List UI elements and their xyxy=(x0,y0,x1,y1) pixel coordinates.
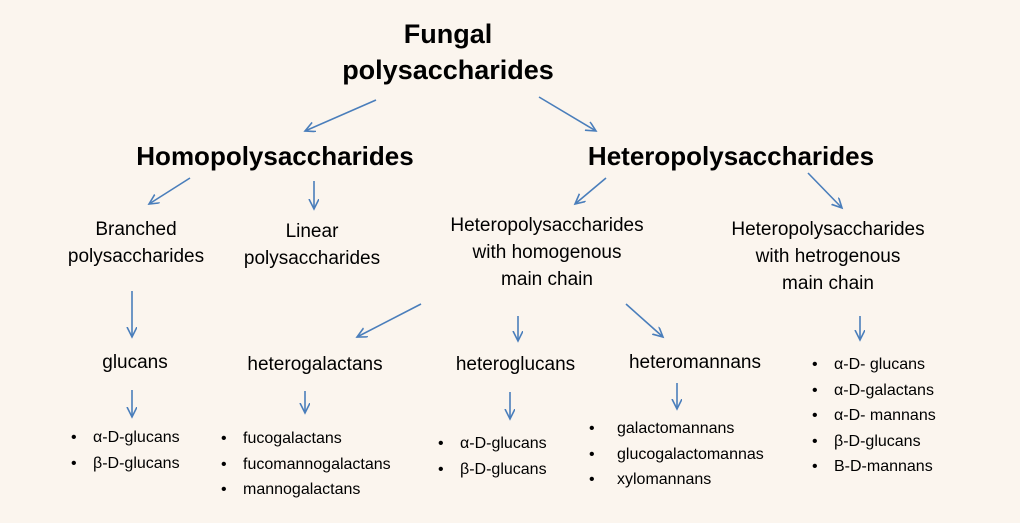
list-item: β-D-glucans xyxy=(71,451,180,477)
arrow-homogenous-to-heteromannans xyxy=(625,303,663,337)
list-item: α-D-glucans xyxy=(71,425,180,451)
list-item: β-D-glucans xyxy=(812,429,936,455)
heterogalactans-node: heterogalactans xyxy=(247,354,383,375)
arrow-hetero-to-hetrogenous xyxy=(807,172,842,208)
hetrogenous-main-chain-node: Heteropolysaccharides with hetrogenous m… xyxy=(703,217,953,298)
hetrogenous-line-2: with hetrogenous xyxy=(755,245,901,267)
list-item: glucogalactomannas xyxy=(589,442,764,468)
homogenous-line-3: main chain xyxy=(501,268,593,290)
list-item: α-D- mannans xyxy=(812,403,936,429)
linear-line-1: Linear xyxy=(285,221,339,242)
list-item: galactomannans xyxy=(589,416,764,442)
arrow-hetero-to-homogenous xyxy=(575,177,607,204)
hetrogenous-line-1: Heteropolysaccharides xyxy=(731,219,925,240)
branched-line-2: polysaccharides xyxy=(67,245,205,267)
heterogalactans-list: fucogalactans fucomannogalactans mannoga… xyxy=(221,426,391,503)
arrow-root-to-homo xyxy=(305,99,377,131)
list-item: β-D-glucans xyxy=(438,457,547,483)
heteroglucans-list: α-D-glucans β-D-glucans xyxy=(438,431,547,482)
arrow-homogenous-to-heterogalactans xyxy=(357,303,422,337)
list-item: mannogalactans xyxy=(221,477,391,503)
heteromannans-list: galactomannans glucogalactomannas xyloma… xyxy=(589,416,764,493)
linear-line-2: polysaccharides xyxy=(243,247,381,269)
heteromannans-node: heteromannans xyxy=(628,352,762,373)
glucans-node: glucans xyxy=(102,352,168,373)
list-item: α-D-galactans xyxy=(812,378,936,404)
homogenous-line-1: Heteropolysaccharides xyxy=(450,215,644,236)
list-item: fucomannogalactans xyxy=(221,452,391,478)
title-line-1: Fungal xyxy=(403,19,493,49)
arrow-homo-to-branched xyxy=(149,177,191,204)
list-item: B-D-mannans xyxy=(812,454,936,480)
list-item: fucogalactans xyxy=(221,426,391,452)
arrow-root-to-hetero xyxy=(538,96,596,131)
diagram-title: Fungal polysaccharides xyxy=(298,17,598,88)
linear-polysaccharides-node: Linear polysaccharides xyxy=(236,219,388,273)
homogenous-line-2: with homogenous xyxy=(472,241,622,263)
homopolysaccharides-heading: Homopolysaccharides xyxy=(136,141,414,171)
branched-line-1: Branched xyxy=(95,219,177,240)
hetrogenous-list: α-D- glucans α-D-galactans α-D- mannans … xyxy=(812,352,936,480)
list-item: xylomannans xyxy=(589,467,764,493)
heteroglucans-node: heteroglucans xyxy=(455,354,576,375)
branched-polysaccharides-node: Branched polysaccharides xyxy=(46,217,226,271)
heteropolysaccharides-heading: Heteropolysaccharides xyxy=(587,141,875,171)
hetrogenous-line-3: main chain xyxy=(782,272,874,294)
list-item: α-D-glucans xyxy=(438,431,547,457)
homogenous-main-chain-node: Heteropolysaccharides with homogenous ma… xyxy=(422,213,672,294)
glucans-list: α-D-glucans β-D-glucans xyxy=(71,425,180,476)
title-line-2: polysaccharides xyxy=(342,54,554,85)
list-item: α-D- glucans xyxy=(812,352,936,378)
